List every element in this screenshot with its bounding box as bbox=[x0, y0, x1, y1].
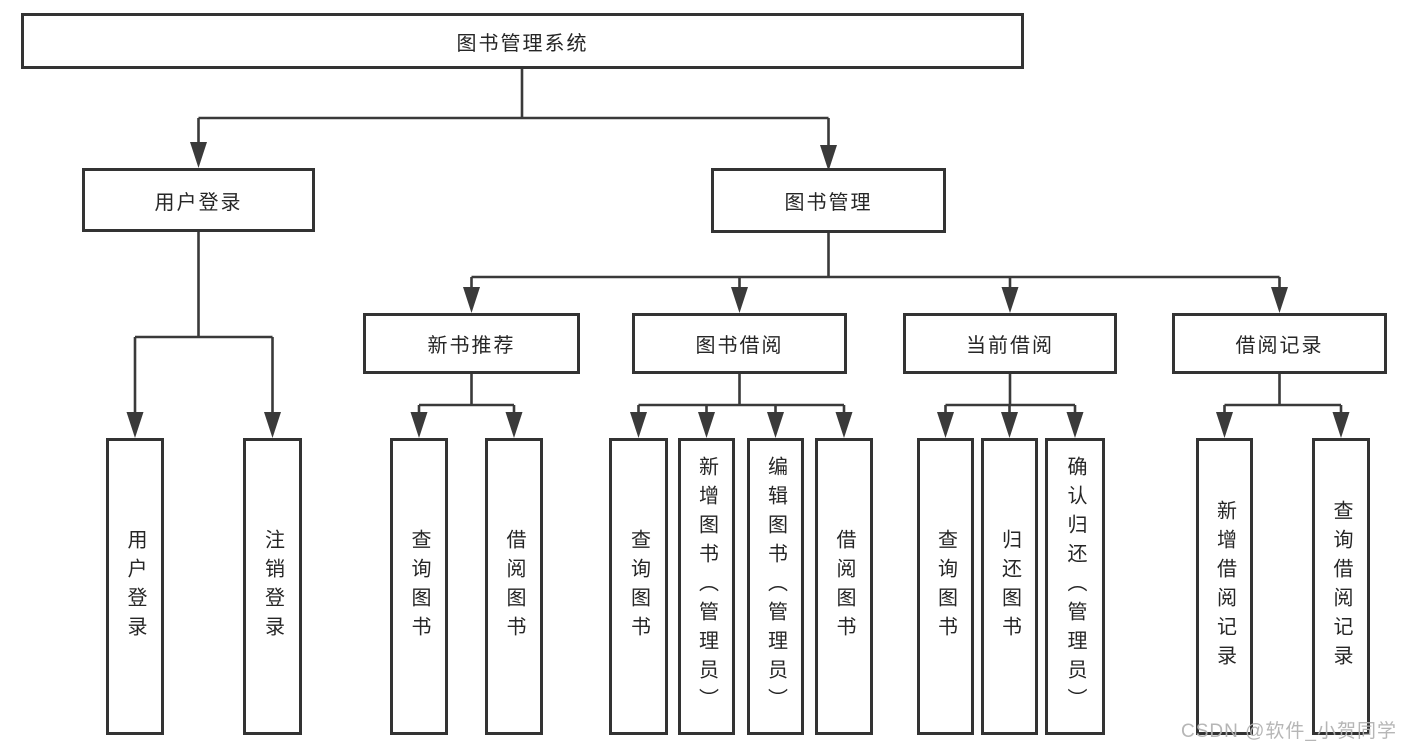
arrowhead bbox=[1001, 287, 1019, 313]
leaf-current-query-books: 查询图书 bbox=[917, 438, 974, 735]
node-library-system-root: 图书管理系统 bbox=[21, 13, 1024, 69]
csdn-watermark: CSDN @软件_小贺同学 bbox=[1181, 721, 1397, 742]
leaf-query-borrow-record: 查询借阅记录 bbox=[1312, 438, 1370, 735]
arrowhead bbox=[126, 412, 144, 438]
connector-mgmt-rail bbox=[470, 233, 1281, 295]
leaf-label: 查询借阅记录 bbox=[1330, 499, 1352, 674]
arrowhead bbox=[463, 287, 480, 313]
leaf-label: 编辑图书（管理员） bbox=[764, 456, 787, 717]
node-borrowing-records: 借阅记录 bbox=[1172, 313, 1387, 374]
leaf-label: 确认归还（管理员） bbox=[1064, 456, 1086, 717]
leaf-edit-books-admin: 编辑图书（管理员） bbox=[747, 438, 804, 735]
arrowhead bbox=[731, 287, 748, 313]
arrowhead bbox=[1271, 287, 1288, 313]
arrowhead bbox=[190, 142, 207, 168]
leaf-recommend-query-books: 查询图书 bbox=[390, 438, 448, 735]
connector-recommend-rail bbox=[417, 374, 516, 420]
arrowhead bbox=[1001, 412, 1018, 438]
connector-root-rail bbox=[197, 69, 830, 153]
leaf-user-login: 用户登录 bbox=[106, 438, 164, 735]
arrowhead bbox=[1066, 412, 1084, 438]
arrowhead bbox=[505, 412, 523, 438]
leaf-label: 注销登录 bbox=[261, 528, 284, 645]
arrowhead bbox=[698, 412, 715, 438]
leaf-logout: 注销登录 bbox=[243, 438, 302, 735]
arrowhead bbox=[410, 412, 428, 438]
connector-borrow-rail bbox=[637, 374, 846, 420]
leaf-label: 新增图书（管理员） bbox=[695, 456, 718, 717]
connector-current-rail bbox=[944, 374, 1077, 420]
leaf-label: 查询图书 bbox=[408, 528, 430, 645]
arrowhead bbox=[835, 412, 853, 438]
leaf-label: 借阅图书 bbox=[503, 528, 525, 645]
node-new-book-recommend: 新书推荐 bbox=[363, 313, 580, 374]
leaf-recommend-borrow-books: 借阅图书 bbox=[485, 438, 543, 735]
leaf-confirm-return-admin: 确认归还（管理员） bbox=[1045, 438, 1105, 735]
arrowhead bbox=[264, 412, 281, 438]
leaf-add-books-admin: 新增图书（管理员） bbox=[678, 438, 735, 735]
leaf-label: 查询图书 bbox=[627, 528, 650, 645]
leaf-label: 查询图书 bbox=[934, 528, 957, 645]
leaf-borrow-query-books: 查询图书 bbox=[609, 438, 668, 735]
node-current-borrowing: 当前借阅 bbox=[903, 313, 1117, 374]
arrowhead bbox=[1216, 412, 1233, 438]
leaf-borrow-books: 借阅图书 bbox=[815, 438, 873, 735]
connector-login-rail bbox=[133, 232, 274, 420]
leaf-label: 新增借阅记录 bbox=[1213, 499, 1236, 674]
arrowhead bbox=[937, 412, 954, 438]
node-user-login-branch: 用户登录 bbox=[82, 168, 315, 232]
leaf-add-borrow-record: 新增借阅记录 bbox=[1196, 438, 1253, 735]
leaf-return-books: 归还图书 bbox=[981, 438, 1038, 735]
leaf-label: 用户登录 bbox=[124, 528, 146, 645]
node-book-management-branch: 图书管理 bbox=[711, 168, 946, 233]
arrowhead bbox=[630, 412, 647, 438]
leaf-label: 归还图书 bbox=[998, 528, 1021, 645]
node-book-borrowing: 图书借阅 bbox=[632, 313, 847, 374]
arrowhead bbox=[767, 412, 784, 438]
arrowhead bbox=[1332, 412, 1350, 438]
leaf-label: 借阅图书 bbox=[833, 528, 855, 645]
connector-records-rail bbox=[1223, 374, 1343, 420]
